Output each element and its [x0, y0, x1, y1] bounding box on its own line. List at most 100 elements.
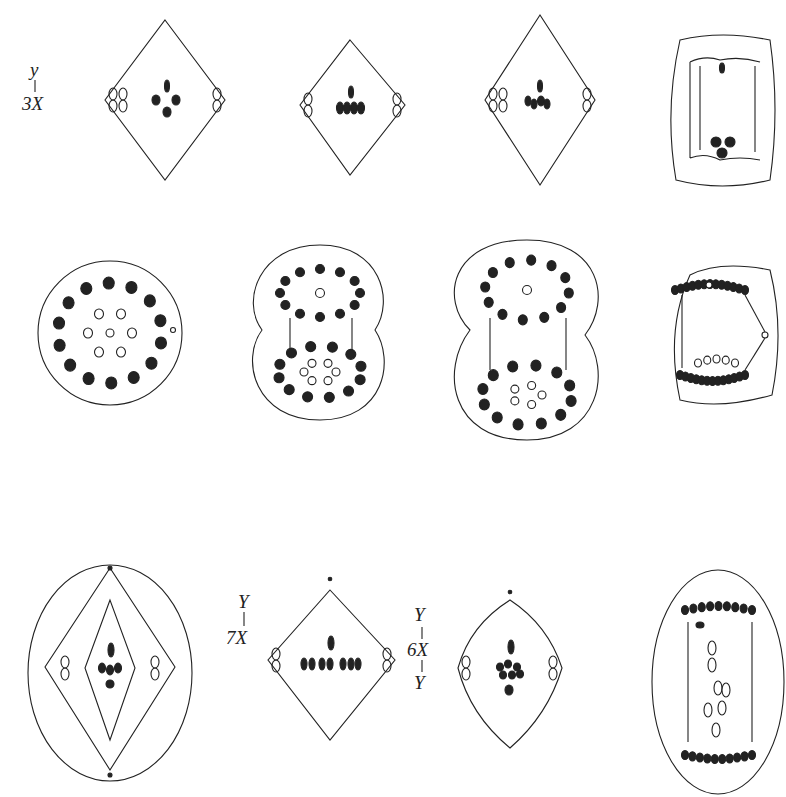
chromosome: [481, 282, 490, 292]
chromosome: [564, 288, 573, 298]
chromosome-hollow: [316, 289, 325, 298]
chromosome-hollow: [722, 683, 730, 697]
chromosome: [337, 102, 344, 114]
chromosome: [734, 753, 741, 762]
cell-outline: [38, 261, 182, 405]
centrosome: [499, 88, 507, 100]
chromosome: [689, 752, 696, 761]
centrosome: [304, 93, 312, 105]
chromosome-hollow: [95, 347, 104, 357]
chromosome-hollow: [171, 328, 176, 333]
chromosome: [488, 370, 498, 381]
chromosome: [316, 313, 325, 322]
chromosome: [306, 342, 316, 352]
chromosome-hollow: [84, 328, 93, 338]
chromosome: [336, 309, 345, 318]
chromosome: [103, 277, 114, 289]
chromosome-hollow: [713, 355, 720, 363]
chromosome: [336, 268, 345, 277]
centrosome: [272, 648, 280, 660]
chromosome: [284, 385, 294, 395]
chromosome: [107, 665, 114, 675]
chromosome: [355, 658, 361, 670]
spindle-fiber: [289, 318, 290, 350]
chromosome-label: Y: [238, 592, 249, 611]
chromosome: [690, 604, 697, 613]
chromosome-hollow: [712, 723, 720, 737]
chromosome-hollow: [300, 368, 308, 376]
chromosome: [358, 102, 365, 114]
chromosome: [478, 384, 488, 395]
centrosome: [109, 88, 117, 100]
centrosome: [549, 656, 557, 668]
centrosome: [462, 656, 470, 668]
chromosome-hollow: [695, 359, 702, 367]
chromosome: [720, 63, 725, 73]
chromosome: [696, 622, 704, 628]
chromosome: [303, 392, 313, 402]
chromosome: [513, 419, 523, 430]
chromosome: [732, 603, 739, 612]
chromosome: [296, 309, 305, 318]
chromosome: [355, 375, 365, 385]
cell-outline: [454, 240, 598, 440]
chromosome: [492, 412, 502, 423]
chromosome-hollow: [308, 359, 316, 367]
chromosome: [344, 386, 354, 396]
centrosome: [393, 105, 401, 117]
chromosome: [531, 360, 541, 371]
chromosome: [286, 348, 296, 358]
chromosome: [682, 751, 689, 760]
centrosome: [489, 100, 497, 112]
chromosome: [500, 671, 507, 679]
spindle-outline: [85, 600, 135, 740]
chromosome: [106, 377, 117, 389]
centrosome: [61, 656, 69, 668]
spindle-outline: [268, 590, 395, 740]
chromosome-label: 6X: [407, 640, 428, 659]
chromosome-hollow: [511, 385, 519, 393]
spindle-outline: [300, 40, 405, 175]
chromosome: [707, 602, 714, 611]
chromosome: [319, 658, 325, 670]
chromosome-hollow: [704, 356, 711, 364]
spindle-outline: [485, 15, 595, 185]
chromosome: [531, 99, 537, 109]
chromosome: [544, 99, 550, 109]
chromosome: [742, 286, 749, 295]
centrosome: [383, 648, 391, 660]
cell-outline: [674, 266, 778, 404]
chromosome: [497, 663, 504, 671]
chromosome: [296, 268, 305, 277]
chromosome: [557, 303, 566, 313]
chromosome-label: y: [30, 60, 38, 79]
chromosome: [344, 102, 351, 114]
spindle-fiber: [745, 295, 765, 332]
chromosome-hollow: [324, 377, 332, 385]
chromosome: [704, 754, 711, 763]
chromosome-hollow: [511, 397, 519, 405]
label-divider: [243, 612, 244, 626]
chromosome: [561, 273, 570, 283]
centrosome: [151, 656, 159, 668]
chromosome: [508, 361, 518, 372]
chromosome: [505, 258, 514, 268]
chromosome: [565, 380, 575, 391]
chromosome: [556, 409, 566, 420]
chromosome-hollow: [308, 377, 316, 385]
chromosome: [711, 754, 718, 763]
chromosome: [165, 80, 170, 92]
chromosome: [144, 295, 155, 307]
centrosome: [119, 88, 127, 100]
chromosome-hollow: [708, 641, 716, 655]
label-divider: [34, 80, 35, 92]
chromosome: [538, 96, 545, 106]
centrosome: [61, 668, 69, 680]
chromosome: [742, 371, 749, 380]
chromosome-hollow: [708, 658, 716, 672]
chromosome: [275, 359, 285, 369]
chromosome: [54, 317, 65, 329]
chromosome: [505, 660, 512, 668]
